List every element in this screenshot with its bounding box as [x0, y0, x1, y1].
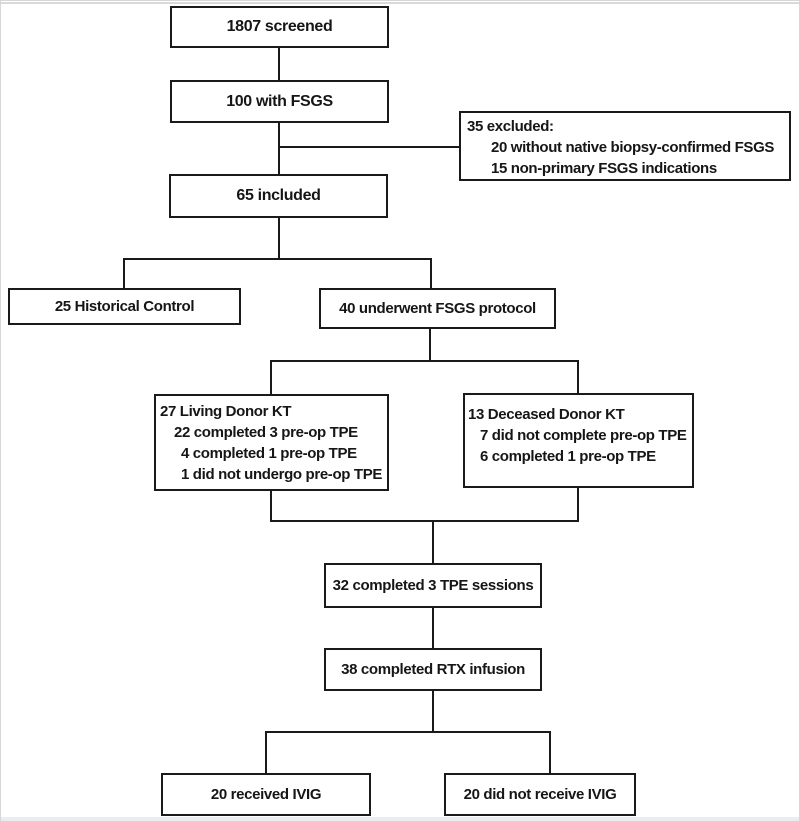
box-excluded: 35 excluded: 20 without native biopsy-co… [459, 111, 791, 181]
connector-living-donor-down [270, 490, 272, 522]
connector-rtx-down [432, 690, 434, 733]
deceased-donor-line-header: 13 Deceased Donor KT [468, 406, 625, 423]
box-deceased-donor: 13 Deceased Donor KT 7 did not complete … [463, 393, 694, 488]
connector-drop-ivig-not-received [549, 731, 551, 774]
connector-merge-donors [270, 520, 579, 522]
connector-deceased-donor-down [577, 487, 579, 522]
connector-fsgs-to-included [278, 122, 280, 175]
box-tpe-sessions: 32 completed 3 TPE sessions [324, 563, 542, 608]
connector-included-down [278, 217, 280, 260]
top-border-line [1, 2, 799, 4]
box-fsgs-protocol-label: 40 underwent FSGS protocol [339, 300, 536, 317]
excluded-line-nonprimary: 15 non-primary FSGS indications [491, 160, 717, 177]
box-historical-control-label: 25 Historical Control [54, 298, 195, 315]
box-ivig-received: 20 received IVIG [161, 773, 371, 816]
living-donor-line-header: 27 Living Donor KT [160, 403, 292, 420]
connector-drop-living-donor [270, 360, 272, 395]
excluded-line-header: 35 excluded: [467, 118, 554, 135]
connector-drop-historical [123, 258, 125, 289]
living-donor-line-completed3: 22 completed 3 pre-op TPE [174, 424, 358, 441]
connector-drop-deceased-donor [577, 360, 579, 394]
box-fsgs-protocol: 40 underwent FSGS protocol [319, 288, 556, 329]
box-rtx-infusion: 38 completed RTX infusion [324, 648, 542, 691]
box-screened: 1807 screened [170, 6, 389, 48]
box-ivig-received-label: 20 received IVIG [210, 786, 322, 803]
connector-drop-ivig-received [265, 731, 267, 774]
box-included-label: 65 included [236, 187, 321, 204]
box-living-donor: 27 Living Donor KT 22 completed 3 pre-op… [154, 394, 389, 491]
box-ivig-not-received-label: 20 did not receive IVIG [463, 786, 617, 803]
box-rtx-infusion-label: 38 completed RTX infusion [341, 661, 525, 678]
excluded-line-biopsy: 20 without native biopsy-confirmed FSGS [491, 139, 775, 156]
living-donor-line-completed1: 4 completed 1 pre-op TPE [181, 445, 357, 462]
connector-branch-donor-types [270, 360, 579, 362]
box-included: 65 included [169, 174, 388, 218]
connector-branch-historical-protocol [123, 258, 432, 260]
bottom-border-strip [1, 817, 799, 821]
connector-tpe-to-rtx [432, 607, 434, 649]
box-historical-control: 25 Historical Control [8, 288, 241, 325]
box-ivig-not-received: 20 did not receive IVIG [444, 773, 636, 816]
connector-drop-protocol [430, 258, 432, 289]
connector-merge-to-tpe [432, 520, 434, 564]
connector-branch-ivig [265, 731, 551, 733]
deceased-donor-line-incomplete: 7 did not complete pre-op TPE [480, 427, 687, 444]
box-with-fsgs-label: 100 with FSGS [226, 92, 333, 110]
connector-screened-to-fsgs [278, 47, 280, 81]
box-with-fsgs: 100 with FSGS [170, 80, 389, 123]
box-screened-label: 1807 screened [226, 18, 333, 35]
box-tpe-sessions-label: 32 completed 3 TPE sessions [332, 577, 534, 594]
connector-protocol-down [429, 328, 431, 362]
living-donor-line-no-tpe: 1 did not undergo pre-op TPE [181, 466, 383, 483]
deceased-donor-line-completed1: 6 completed 1 pre-op TPE [480, 448, 656, 465]
connector-tee-to-excluded [278, 146, 459, 148]
